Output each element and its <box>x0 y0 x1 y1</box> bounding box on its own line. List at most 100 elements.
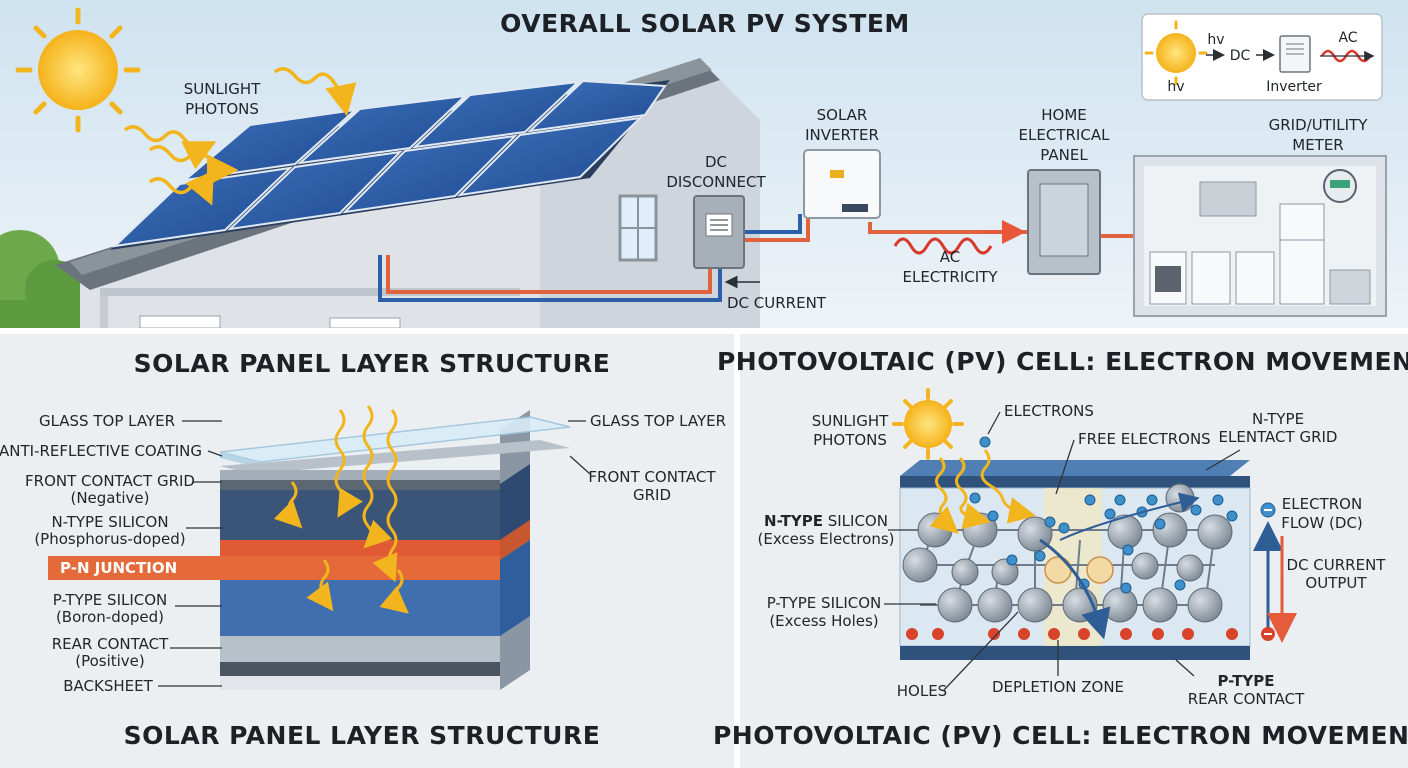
pv-sun-icon <box>892 388 964 460</box>
svg-text:REAR CONTACT: REAR CONTACT <box>1188 690 1305 708</box>
electron-drift-arrow <box>1059 492 1200 541</box>
svg-text:BACKSHEET: BACKSHEET <box>63 677 153 695</box>
title-pv-cell-bottom: PHOTOVOLTAIC (PV) CELL: ELECTRON MOVEMEN… <box>713 721 1408 750</box>
svg-text:N-TYPE SILICON: N-TYPE SILICON <box>51 513 168 531</box>
negative-terminal-icon <box>1260 502 1276 518</box>
svg-text:(Phosphorus-doped): (Phosphorus-doped) <box>34 530 185 548</box>
layer-labels-right: GLASS TOP LAYER FRONT CONTACT GRID <box>568 412 726 504</box>
label-dc-disconnect: DC DISCONNECT <box>666 153 766 191</box>
svg-text:N-TYPE: N-TYPE <box>1252 410 1304 428</box>
svg-text:GRID/UTILITY: GRID/UTILITY <box>1269 116 1369 134</box>
svg-text:SUNLIGHT: SUNLIGHT <box>184 80 261 98</box>
title-pv-cell-top: PHOTOVOLTAIC (PV) CELL: ELECTRON MOVEMEN… <box>717 347 1408 376</box>
section-overall-system: SUNLIGHT PHOTONS DC DISCONNECT DC CURREN… <box>0 0 1408 329</box>
svg-text:P-TYPE: P-TYPE <box>1217 672 1274 690</box>
legend-inverter-icon <box>1279 35 1311 73</box>
svg-text:SOLAR: SOLAR <box>817 106 868 124</box>
divider-horizontal <box>0 328 1408 334</box>
legend-hv-bottom: hv <box>1167 79 1184 95</box>
legend-hv-top: hv <box>1207 32 1224 48</box>
home-electrical-panel-box <box>1027 169 1101 275</box>
pn-junction-bar <box>48 556 500 580</box>
tree-icon <box>0 230 85 328</box>
svg-text:GRID: GRID <box>633 486 671 504</box>
svg-text:ELENTACT GRID: ELENTACT GRID <box>1219 428 1338 446</box>
title-overall-system: OVERALL SOLAR PV SYSTEM <box>500 9 910 38</box>
svg-text:P-TYPE SILICON: P-TYPE SILICON <box>53 591 168 609</box>
svg-text:SUNLIGHT: SUNLIGHT <box>812 412 889 430</box>
panel-sunlight-rays <box>273 405 409 614</box>
legend-sun-icon <box>1144 20 1208 86</box>
svg-text:ELECTRONS: ELECTRONS <box>1004 402 1094 420</box>
legend-inset: hv hv DC Inverter AC <box>1141 13 1383 101</box>
title-panel-layer-bottom: SOLAR PANEL LAYER STRUCTURE <box>124 721 601 750</box>
layer-pn-junction <box>220 540 500 560</box>
label-solar-inverter: SOLAR INVERTER <box>805 106 879 144</box>
svg-text:DC CURRENT: DC CURRENT <box>1287 556 1387 574</box>
svg-text:PANEL: PANEL <box>1040 146 1088 164</box>
svg-text:AC: AC <box>940 248 960 266</box>
svg-text:(Excess Electrons): (Excess Electrons) <box>757 530 894 548</box>
label-sunlight-photons-top: SUNLIGHT PHOTONS <box>184 80 261 118</box>
svg-text:PHOTONS: PHOTONS <box>813 431 887 449</box>
svg-text:(Excess Holes): (Excess Holes) <box>769 612 878 630</box>
solar-inverter-box <box>803 149 881 219</box>
section-pv-cell: PHOTOVOLTAIC (PV) CELL: ELECTRON MOVEMEN… <box>713 334 1408 768</box>
layer-dark-strip <box>220 662 500 676</box>
svg-text:DC: DC <box>705 153 727 171</box>
svg-text:REAR CONTACT: REAR CONTACT <box>52 635 169 653</box>
sunlight-rays <box>123 67 357 206</box>
svg-text:GLASS TOP LAYER: GLASS TOP LAYER <box>39 412 175 430</box>
rooftop-solar-panels <box>110 79 670 250</box>
label-pn-junction: P-N JUNCTION <box>60 559 177 577</box>
positive-charges <box>906 628 1238 640</box>
label-dc-current: DC CURRENT <box>727 294 827 312</box>
layer-backsheet <box>220 676 500 690</box>
panel-layer-stack <box>219 410 571 690</box>
svg-text:(Boron-doped): (Boron-doped) <box>56 608 164 626</box>
svg-text:GLASS TOP LAYER: GLASS TOP LAYER <box>590 412 726 430</box>
label-ac-electricity: AC ELECTRICITY <box>902 248 998 286</box>
holes <box>1044 556 1114 584</box>
svg-text:PHOTONS: PHOTONS <box>185 100 259 118</box>
house-window <box>618 194 658 262</box>
svg-text:HOLES: HOLES <box>897 682 947 700</box>
svg-text:FLOW (DC): FLOW (DC) <box>1281 514 1363 532</box>
svg-text:INVERTER: INVERTER <box>805 126 879 144</box>
ac-wave <box>893 237 993 255</box>
pv-labels: SUNLIGHT PHOTONS ELECTRONS FREE ELECTRON… <box>757 402 1386 708</box>
pv-sunlight-rays <box>929 449 1036 534</box>
p-type-rear-contact <box>900 646 1250 660</box>
svg-text:ELECTRON: ELECTRON <box>1282 495 1362 513</box>
svg-text:ELECTRICITY: ELECTRICITY <box>902 268 998 286</box>
title-panel-layer-top: SOLAR PANEL LAYER STRUCTURE <box>134 349 611 378</box>
svg-text:FRONT CONTACT GRID: FRONT CONTACT GRID <box>25 472 195 490</box>
n-type-contact-grid <box>900 476 1250 488</box>
svg-text:ANTI-REFLECTIVE COATING: ANTI-REFLECTIVE COATING <box>0 442 202 460</box>
electron-path-arrow <box>1039 538 1111 640</box>
section-panel-layer-structure: SOLAR PANEL LAYER STRUCTURE SOLAR PANEL … <box>0 334 734 768</box>
silicon-atoms <box>902 483 1233 623</box>
svg-text:OUTPUT: OUTPUT <box>1305 574 1367 592</box>
svg-text:FRONT CONTACT: FRONT CONTACT <box>588 468 716 486</box>
svg-text:FREE ELECTRONS: FREE ELECTRONS <box>1078 430 1211 448</box>
legend-inverter: Inverter <box>1266 79 1322 95</box>
layer-n-type <box>220 490 500 540</box>
svg-text:HOME: HOME <box>1041 106 1087 124</box>
svg-text:DEPLETION ZONE: DEPLETION ZONE <box>992 678 1124 696</box>
layer-rear-contact <box>220 636 500 662</box>
svg-text:METER: METER <box>1292 136 1343 154</box>
label-grid-utility-meter: GRID/UTILITY METER <box>1269 116 1369 154</box>
svg-text:(Negative): (Negative) <box>70 489 149 507</box>
layer-front-contact <box>220 480 500 490</box>
divider-vertical <box>734 334 740 768</box>
legend-dc: DC <box>1230 48 1251 64</box>
layer-labels-left: GLASS TOP LAYER ANTI-REFLECTIVE COATING … <box>0 412 223 695</box>
svg-text:N-TYPE SILICON: N-TYPE SILICON <box>764 512 888 530</box>
svg-text:P-TYPE SILICON: P-TYPE SILICON <box>767 594 882 612</box>
svg-text:DISCONNECT: DISCONNECT <box>666 173 766 191</box>
dc-disconnect-box <box>693 195 745 269</box>
sun-icon <box>15 7 141 133</box>
